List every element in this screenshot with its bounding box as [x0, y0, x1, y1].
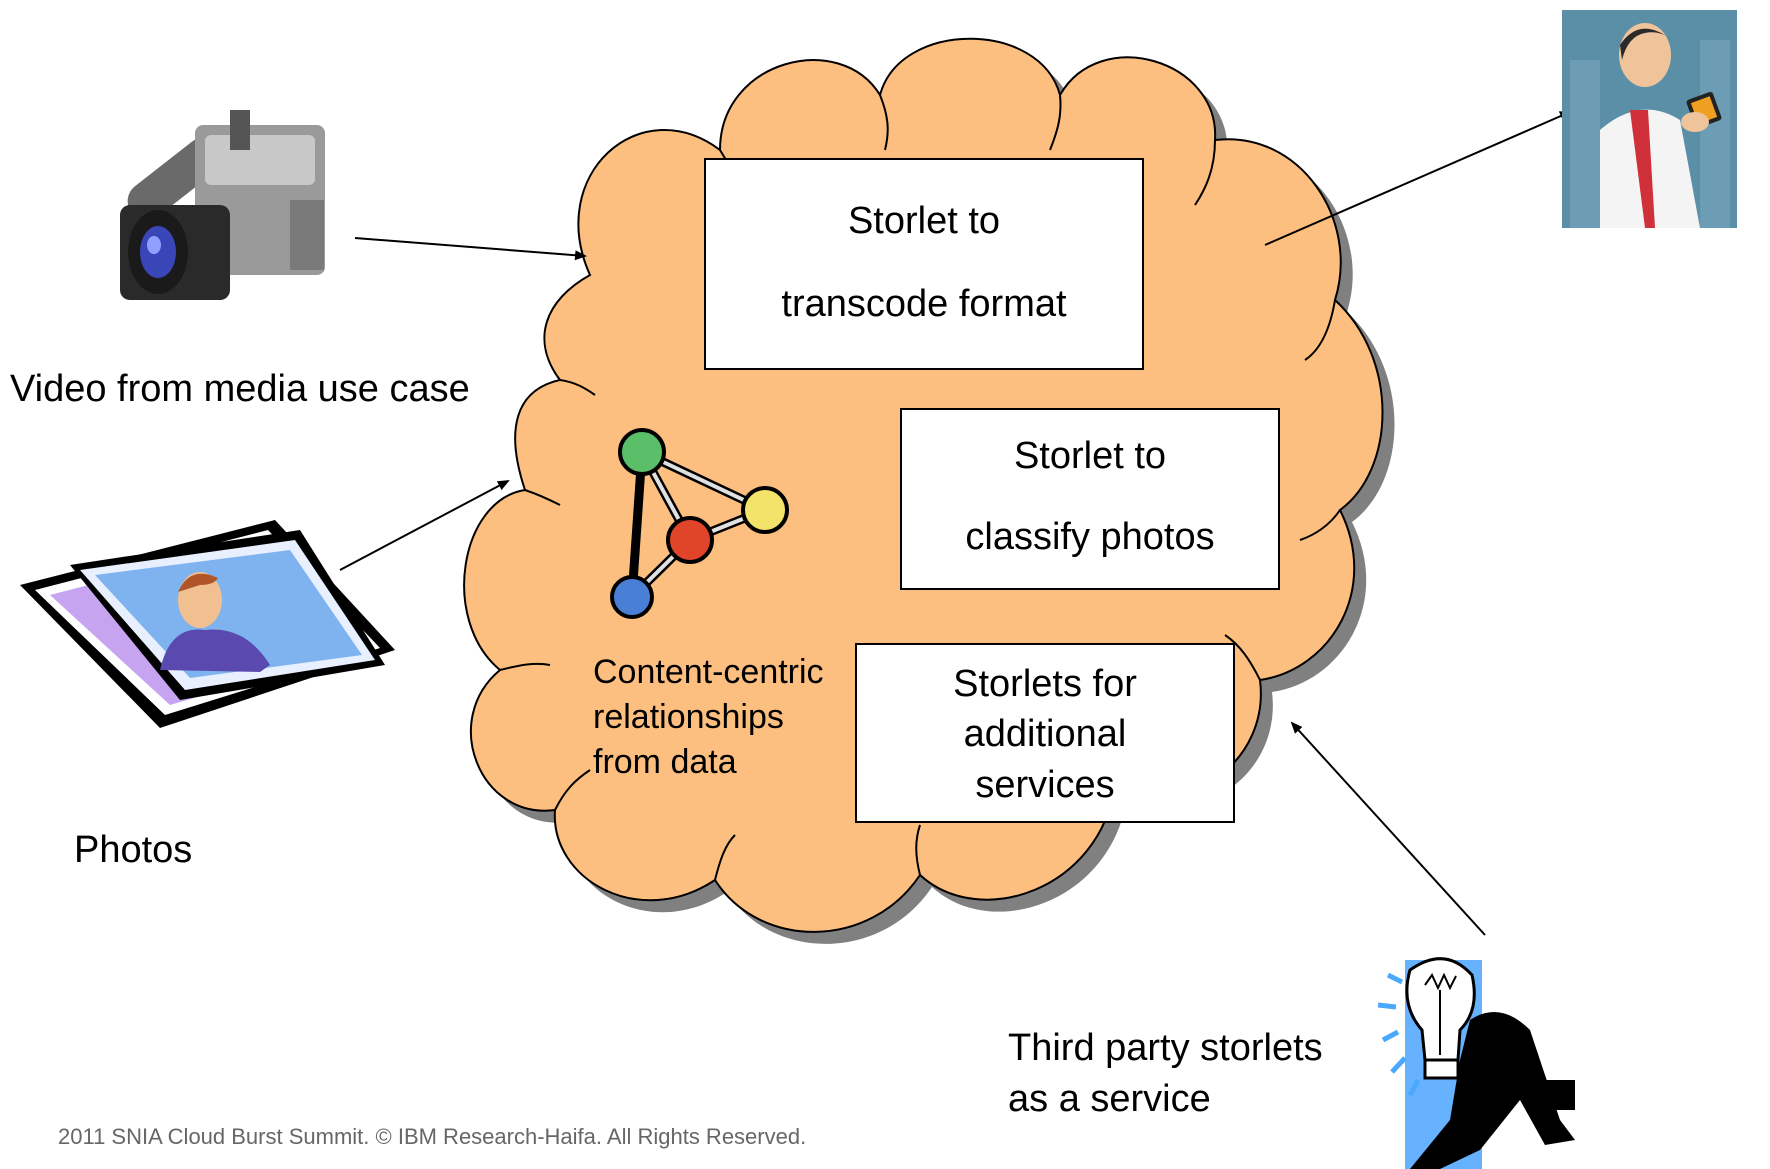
box-additional-line-2: additional	[963, 713, 1127, 755]
box-additional: Storlets for additional services	[855, 643, 1235, 823]
box-transcode-line-1: Storlet to	[847, 200, 1001, 242]
arrow-video-to-cloud	[354, 237, 587, 261]
arrow-thirdparty-to-cloud	[1290, 721, 1486, 936]
arrow-cloud-to-user	[1264, 111, 1572, 246]
third-party-label-line-2: as a service	[1008, 1078, 1211, 1120]
video-label: Video from media use case	[10, 368, 470, 410]
video-camera-icon	[120, 110, 325, 300]
box-additional-line-3: services	[975, 764, 1115, 806]
box-classify: Storlet to classify photos	[900, 408, 1280, 590]
photos-label: Photos	[74, 829, 193, 871]
third-party-label-line-1: Third party storlets	[1008, 1027, 1323, 1069]
network-graph-icon	[610, 428, 789, 619]
footer-copyright: 2011 SNIA Cloud Burst Summit. © IBM Rese…	[58, 1124, 807, 1149]
lightbulb-man-icon	[1377, 957, 1575, 1169]
photos-icon	[20, 520, 395, 728]
content-centric-label-line-2: relationships	[593, 698, 784, 736]
content-centric-label-line-3: from data	[593, 743, 737, 781]
arrow-photos-to-cloud	[339, 480, 510, 571]
box-transcode-line-2: transcode format	[781, 283, 1067, 325]
content-centric-label-line-1: Content-centric	[593, 653, 824, 691]
box-classify-line-2: classify photos	[965, 516, 1215, 558]
box-classify-line-1: Storlet to	[1013, 435, 1167, 477]
box-transcode: Storlet to transcode format	[704, 158, 1144, 370]
box-additional-line-1: Storlets for	[953, 663, 1137, 705]
businessman-phone-icon	[1562, 10, 1737, 228]
